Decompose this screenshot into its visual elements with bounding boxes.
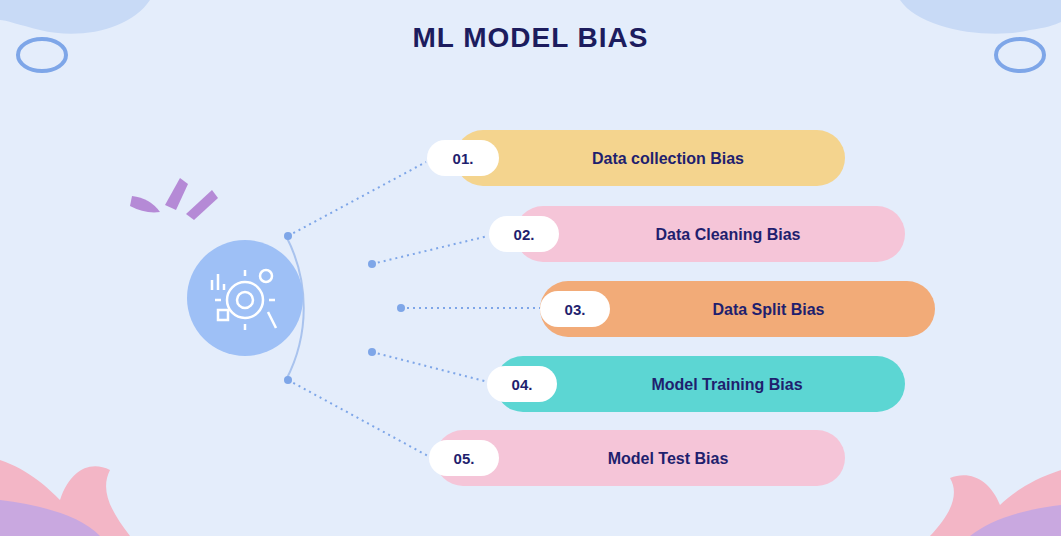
corner-blob (900, 0, 1061, 34)
bias-pill: Data Split Bias 03. (540, 281, 935, 337)
callout-number: 03. (565, 301, 586, 318)
pill-label: Data collection Bias (568, 149, 768, 168)
ring-decoration (18, 39, 66, 71)
callout-number: 05. (454, 450, 475, 467)
stroke-decoration (165, 178, 188, 210)
number-badge: 04. (487, 366, 557, 402)
callout-number: 04. (512, 376, 533, 393)
leaf-decoration (0, 500, 100, 536)
number-badge: 03. (540, 291, 610, 327)
bias-pill: Model Test Bias 05. (435, 430, 845, 486)
leaf-decoration (970, 505, 1061, 536)
leader-lines (288, 162, 540, 456)
leaf-decoration (0, 460, 130, 536)
number-badge: 01. (427, 140, 499, 176)
corner-blob (0, 0, 150, 34)
callout-number: 01. (453, 150, 474, 167)
pill-label: Data Split Bias (669, 300, 869, 319)
bias-pill: Model Training Bias 04. (495, 356, 905, 412)
title: ML MODEL BIAS (0, 22, 1061, 54)
callout-number: 02. (514, 226, 535, 243)
ring-decoration (996, 39, 1044, 71)
number-badge: 05. (429, 440, 499, 476)
pill-label: Model Training Bias (627, 375, 827, 394)
arc-dots (284, 232, 405, 384)
icon-circle (187, 240, 303, 356)
pill-label: Model Test Bias (568, 449, 768, 468)
pill-label: Data Cleaning Bias (628, 225, 828, 244)
analytics-icon (212, 270, 276, 330)
leaf-decoration (930, 470, 1061, 536)
bias-pill: Data collection Bias 01. (455, 130, 845, 186)
number-badge: 02. (489, 216, 559, 252)
stroke-decoration (130, 196, 160, 212)
bias-pill: Data Cleaning Bias 02. (515, 206, 905, 262)
stroke-decoration (186, 190, 218, 220)
